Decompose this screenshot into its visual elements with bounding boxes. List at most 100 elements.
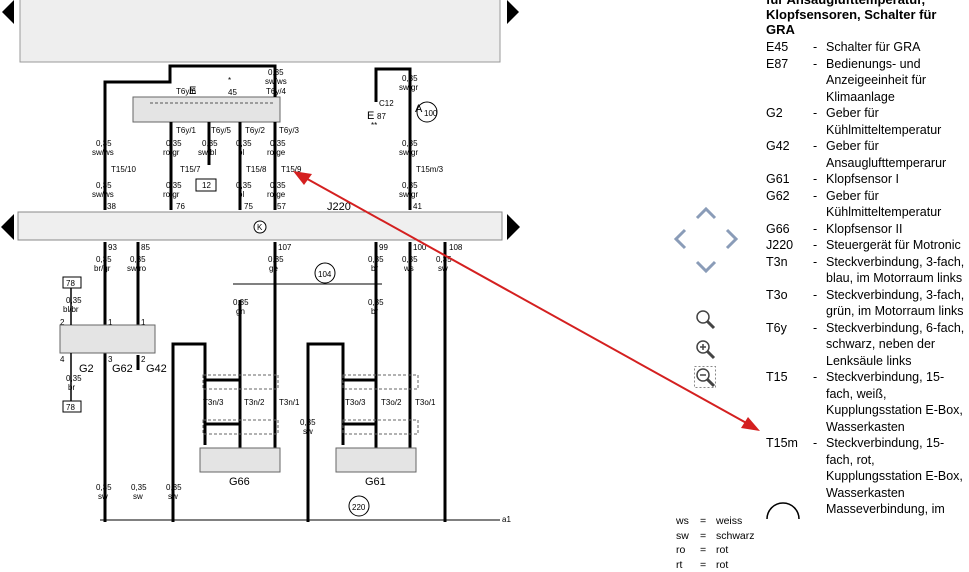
legend-item: G66-Klopfsensor II (766, 221, 966, 238)
legend-code: G2 (766, 106, 783, 120)
svg-text:sw: sw (133, 492, 143, 501)
j220-center-k: K (257, 223, 263, 232)
legend-desc: Geber für Ansauglufttemperarur (826, 139, 947, 170)
pin-75: 75 (244, 202, 253, 211)
c12-label: C12 (379, 99, 394, 108)
legend-desc: Steuergerät für Motronic (826, 238, 961, 252)
t15-9-label: T15/9 (281, 165, 302, 174)
svg-text:0,35: 0,35 (270, 181, 286, 190)
t3n-3-label: T3n/3 (203, 398, 224, 407)
t3o-2-label: T3o/2 (381, 398, 402, 407)
t3-cross-links (205, 378, 376, 426)
abbreviation-row: ro=rot (676, 543, 755, 558)
e87-stars: ** (371, 121, 377, 130)
svg-text:0,35: 0,35 (131, 483, 147, 492)
legend-dash: - (813, 188, 818, 203)
legend-desc: Schalter für GRA (826, 40, 921, 54)
svg-text:0,35: 0,35 (236, 181, 252, 190)
t3o-1-label: T3o/1 (415, 398, 436, 407)
svg-text:0,35: 0,35 (402, 74, 418, 83)
nav-up-icon[interactable] (695, 206, 717, 220)
top-wires (103, 64, 412, 210)
legend-dash: - (813, 106, 818, 120)
legend-code: E45 (766, 40, 789, 54)
j220-center-symbol (253, 220, 267, 234)
pin-85: 85 (141, 243, 150, 252)
abbreviation-row: rt=rot (676, 558, 755, 572)
abbreviation-key: rt (676, 558, 683, 571)
svg-text:0,35: 0,35 (402, 181, 418, 190)
svg-text:0,35: 0,35 (96, 181, 112, 190)
legend-code: T15 (766, 370, 788, 384)
svg-text:0,35: 0,35 (268, 68, 284, 77)
legend-dash: - (813, 40, 818, 54)
zoom-out-icon[interactable] (694, 366, 716, 388)
legend-dash: - (813, 172, 818, 186)
zoom-icon[interactable] (694, 308, 716, 330)
svg-text:0,35: 0,35 (268, 255, 284, 264)
ground-104-label: 104 (318, 270, 332, 279)
svg-text:bl: bl (238, 190, 244, 199)
legend-title: für Ansauglufttemperatur, Klopfsensoren,… (766, 0, 937, 37)
svg-text:sw/gr: sw/gr (399, 190, 418, 199)
abbreviation-key: ws (676, 515, 689, 527)
legend-item: J220-Steuergerät für Motronic (766, 237, 966, 254)
legend-desc: Bedienungs- und Anzeigeeinheit für Klima… (826, 56, 927, 104)
legend-item: T3o-Steckverbindung, 3-fach, grün, im Mo… (766, 287, 966, 320)
legend-code: G62 (766, 188, 790, 203)
svg-text:sw/ro: sw/ro (127, 264, 147, 273)
g66-label: G66 (229, 476, 250, 488)
svg-text:0,35: 0,35 (233, 298, 249, 307)
nav-down-icon[interactable] (695, 260, 717, 274)
svg-text:0,35: 0,35 (96, 139, 112, 148)
pan-control (673, 206, 739, 274)
svg-text:ro/gr: ro/gr (163, 148, 180, 157)
legend-dash: - (813, 139, 818, 153)
top-panel (19, 0, 501, 63)
svg-text:ro/ge: ro/ge (267, 148, 286, 157)
pin-41: 41 (413, 202, 422, 211)
bus-left-arrow-icon[interactable] (1, 214, 14, 240)
svg-text:0,35: 0,35 (368, 255, 384, 264)
ground-220-label: 220 (352, 503, 366, 512)
box-12 (195, 178, 217, 192)
svg-text:ws: ws (403, 264, 414, 273)
legend-desc: Klopfsensor II (826, 221, 903, 236)
legend-item: G2 -Geber für Kühlmitteltemperatur (766, 105, 966, 138)
j220-bar (17, 211, 503, 241)
legend-code: G61 (766, 172, 790, 186)
legend-code: E87 (766, 56, 789, 71)
svg-text:sw/gr: sw/gr (399, 83, 418, 92)
svg-text:sw: sw (303, 427, 313, 436)
g62-pin-3: 3 (108, 355, 113, 364)
legend-desc: Klopfsensor I (826, 172, 899, 186)
abbreviation-equals: = (700, 544, 707, 557)
t6y-2-label: T6y/2 (245, 126, 266, 135)
next-page-arrow-icon[interactable] (507, 0, 519, 24)
legend-dash: - (813, 221, 818, 236)
abbreviation-key: ro (676, 544, 686, 557)
g61-label: G61 (365, 476, 386, 488)
t15m-3-label: T15m/3 (416, 165, 444, 174)
nav-right-icon[interactable] (725, 228, 739, 250)
legend-code: T3n (766, 254, 788, 269)
bus-right-arrow-icon[interactable] (507, 214, 520, 240)
legend-desc: Geber für Kühlmitteltemperatur (826, 106, 942, 137)
legend-code: G42 (766, 139, 790, 153)
legend-code: J220 (766, 238, 794, 252)
svg-text:gn: gn (236, 307, 245, 316)
g2-top-color: bl/br (63, 305, 79, 314)
svg-text:0,35: 0,35 (300, 418, 316, 427)
legend-item: G62-Geber für Kühlmitteltemperatur (766, 188, 966, 221)
svg-text:0,35: 0,35 (236, 139, 252, 148)
annotation-arrow (293, 171, 760, 431)
prev-page-arrow-icon[interactable] (2, 0, 14, 24)
nav-left-icon[interactable] (673, 228, 687, 250)
g2-top-gauge: 0,35 (66, 296, 82, 305)
zoom-in-icon[interactable] (694, 338, 716, 360)
legend-desc: Steckverbindung, 15-fach, weiß, Kupplung… (826, 370, 963, 434)
svg-text:sw: sw (168, 492, 178, 501)
legend-desc: Steckverbindung, 3-fach, blau, im Motorr… (826, 254, 965, 286)
svg-text:0,35: 0,35 (96, 255, 112, 264)
